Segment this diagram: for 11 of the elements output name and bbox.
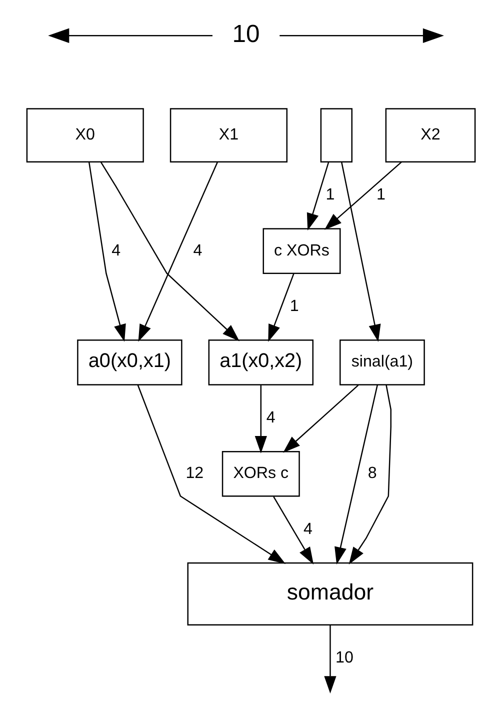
edge-label: 8 (368, 464, 377, 482)
edge-label: 4 (193, 241, 202, 260)
edge-label: 1 (326, 186, 335, 204)
edge-label: 10 (336, 648, 354, 667)
edge-label: 4 (303, 520, 312, 538)
edge-label: 4 (266, 408, 276, 426)
label: 10 (232, 20, 260, 48)
edge-label: 4 (112, 241, 121, 260)
edge-label: 12 (186, 464, 204, 482)
edge-label: 1 (376, 186, 386, 204)
edge-label: 1 (290, 296, 299, 315)
